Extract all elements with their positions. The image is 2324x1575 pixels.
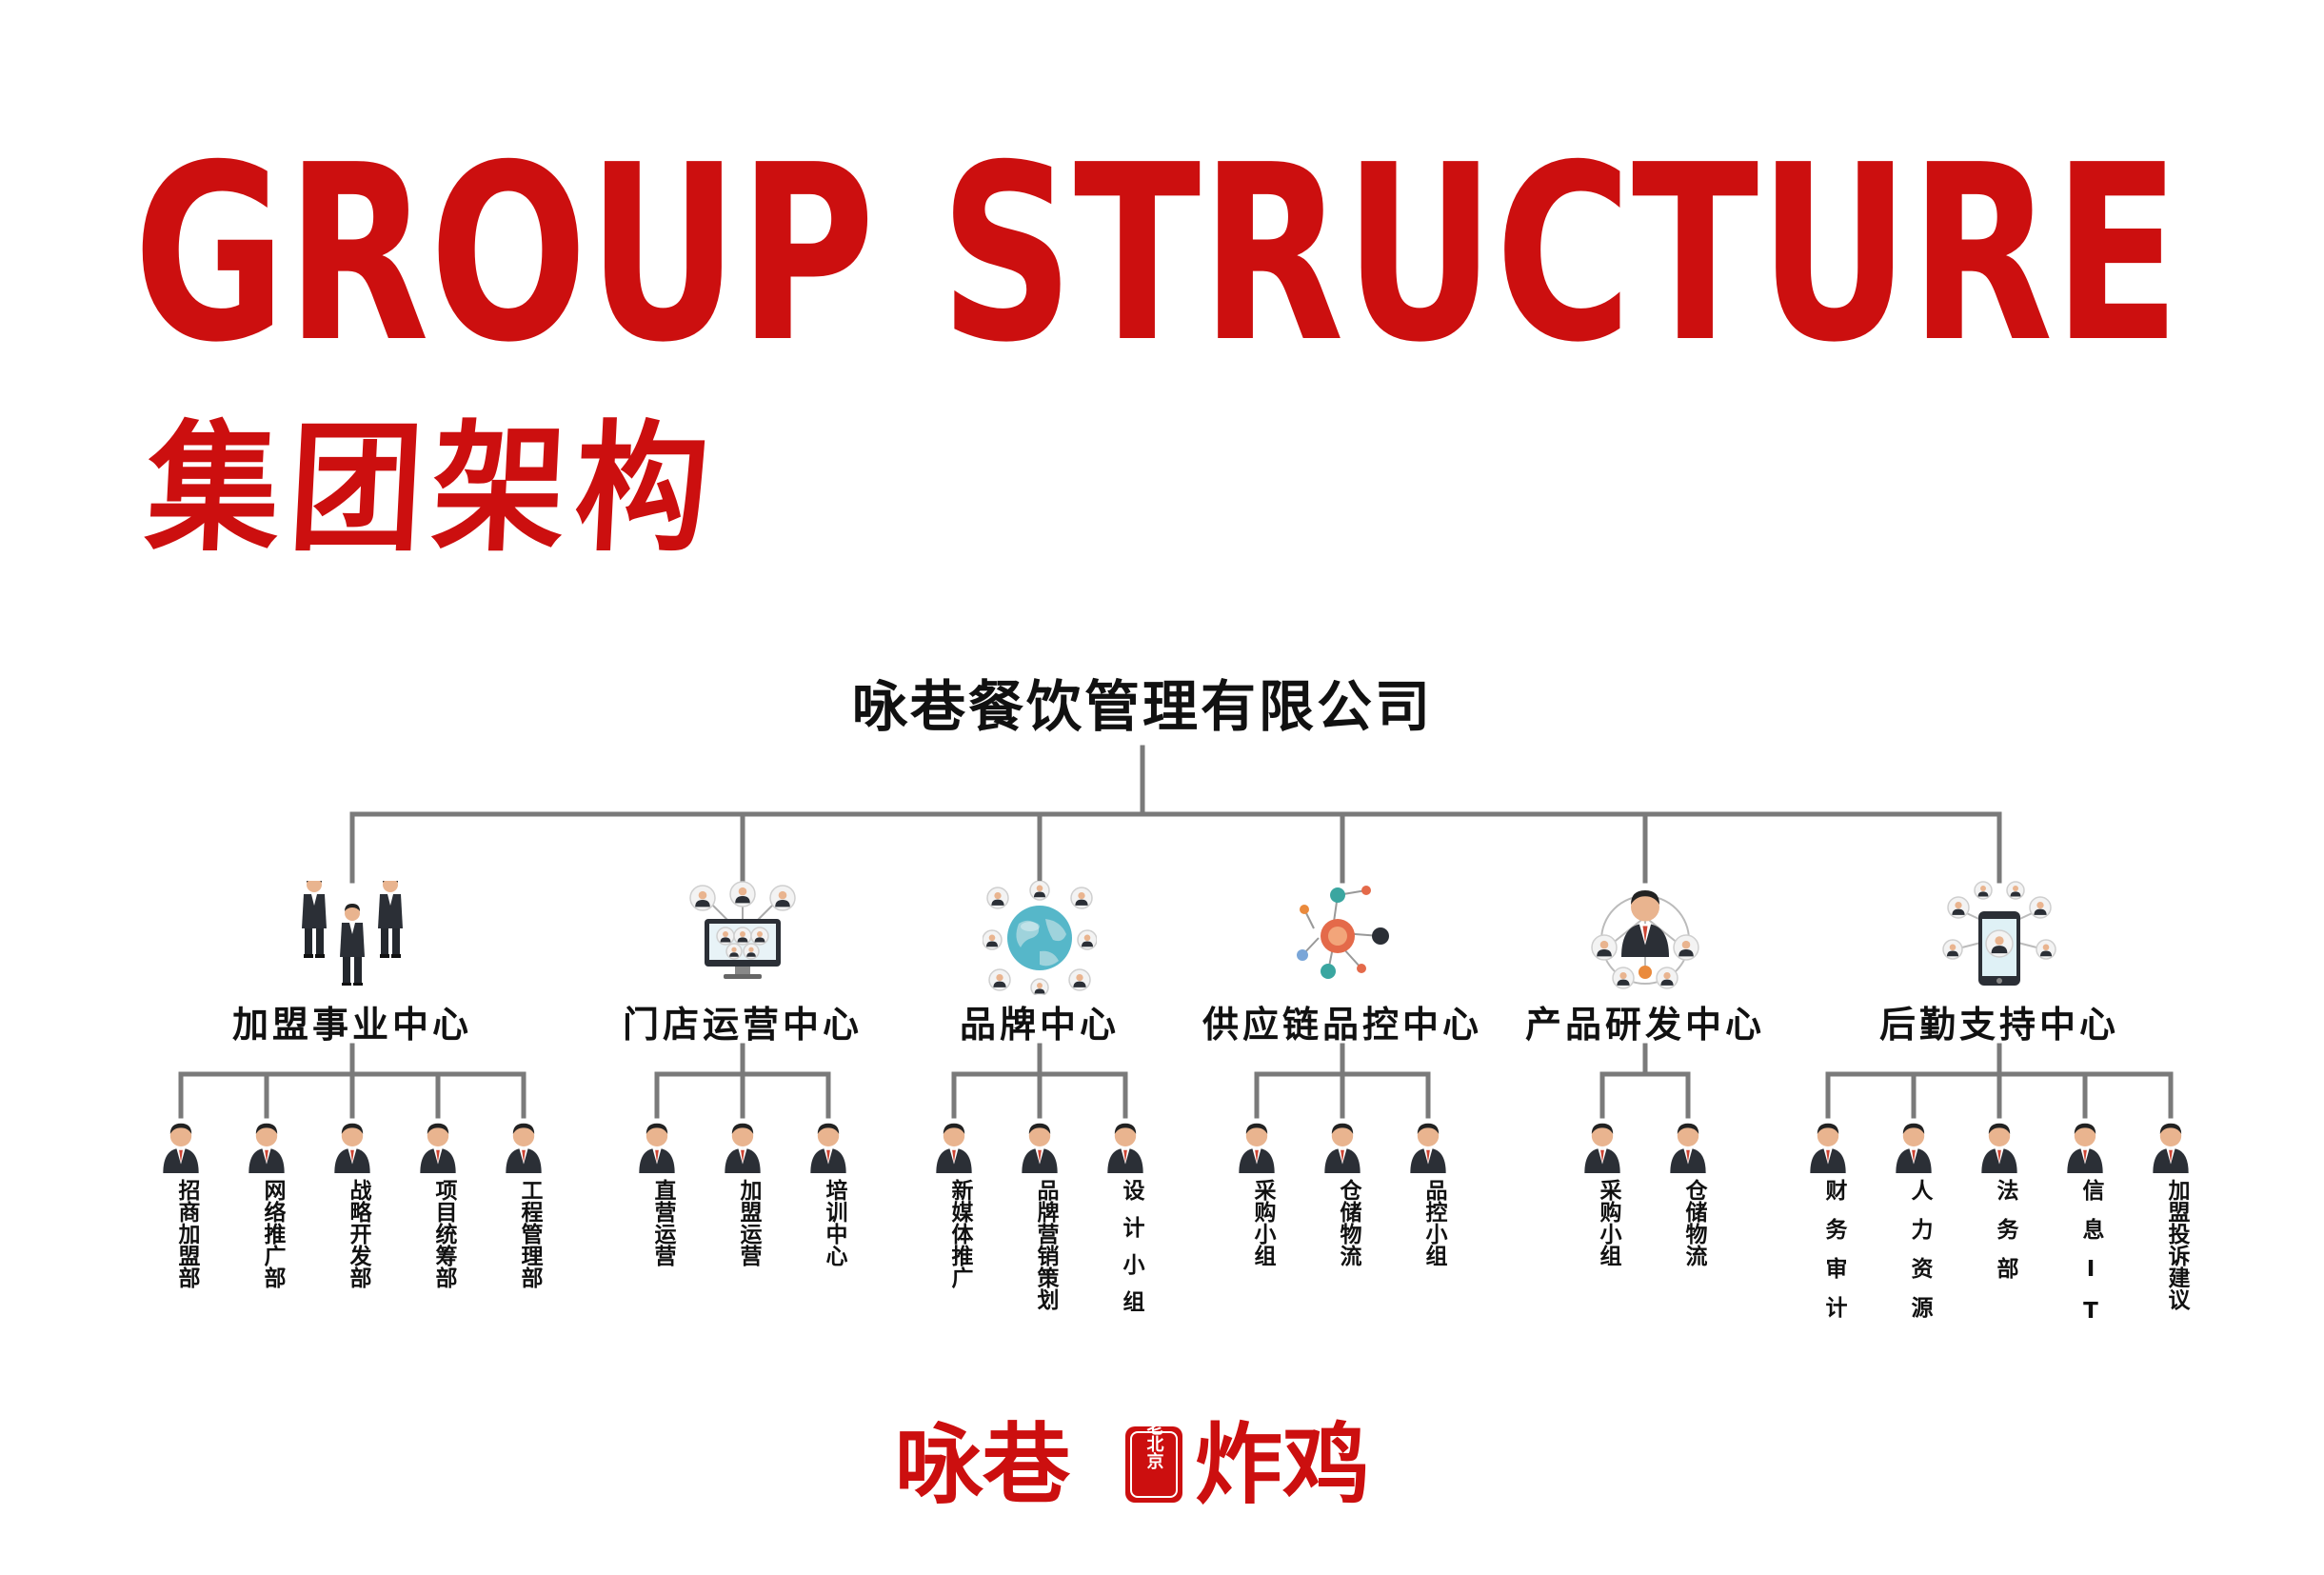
person-icon — [1016, 1120, 1063, 1177]
person-icon — [157, 1120, 205, 1177]
center-name-0: 加盟事业中心 — [231, 1004, 472, 1046]
video-conference-icon — [685, 881, 800, 989]
department-5-0: 财务审计 — [1821, 1179, 1846, 1335]
department-1-1: 加盟运营 — [736, 1179, 761, 1266]
department-3-1: 仓储物流 — [1336, 1179, 1361, 1266]
person-icon — [2061, 1120, 2109, 1177]
department-5-1: 人力资源 — [1907, 1179, 1932, 1335]
company-name: 咏巷餐饮管理有限公司 — [851, 674, 1433, 739]
mobile-contacts-icon — [1937, 881, 2061, 994]
person-icon — [633, 1120, 681, 1177]
department-5-2: 法务部 — [1993, 1179, 2017, 1296]
department-2-2: 设计小组 — [1119, 1179, 1143, 1327]
department-0-2: 战略开发部 — [346, 1179, 370, 1288]
person-icon — [804, 1120, 852, 1177]
department-2-1: 品牌营销策划 — [1033, 1179, 1058, 1310]
brand-logo: 咏巷 老北京 炸鸡 — [895, 1414, 1370, 1514]
center-name-1: 门店运营中心 — [622, 1004, 863, 1046]
center-name-4: 产品研发中心 — [1524, 1004, 1765, 1046]
department-0-0: 招商加盟部 — [174, 1179, 199, 1288]
center-name-3: 供应链品控中心 — [1202, 1004, 1482, 1046]
brand-logo-left: 咏巷 — [895, 1414, 1071, 1514]
brand-seal: 老北京 — [1125, 1417, 1182, 1503]
department-0-4: 工程管理部 — [517, 1179, 542, 1288]
department-1-0: 直营运营 — [650, 1179, 675, 1266]
department-1-2: 培训中心 — [822, 1179, 846, 1266]
person-icon — [1404, 1120, 1452, 1177]
person-icon — [1233, 1120, 1281, 1177]
person-icon — [2147, 1120, 2195, 1177]
department-3-2: 品控小组 — [1421, 1179, 1446, 1266]
department-2-0: 新媒体推广 — [947, 1179, 972, 1288]
person-icon — [1664, 1120, 1712, 1177]
title-english-text: GROUP STRUCTURE — [133, 143, 2180, 390]
person-icon — [1804, 1120, 1852, 1177]
department-0-3: 项目统筹部 — [431, 1179, 456, 1288]
team-leader-network-icon — [1583, 881, 1707, 999]
person-icon — [1579, 1120, 1626, 1177]
center-name-2: 品牌中心 — [959, 1004, 1120, 1046]
department-4-0: 采购小组 — [1596, 1179, 1620, 1266]
global-network-icon — [982, 880, 1098, 999]
person-icon — [1319, 1120, 1366, 1177]
department-5-3: 信息IT — [2078, 1179, 2103, 1341]
person-icon — [243, 1120, 290, 1177]
person-icon — [719, 1120, 766, 1177]
center-name-5: 后勤支持中心 — [1878, 1004, 2119, 1046]
department-5-4: 加盟投诉建议 — [2164, 1179, 2189, 1310]
title-english: GROUP STRUCTURE — [133, 143, 2180, 390]
person-icon — [500, 1120, 547, 1177]
brand-logo-right: 炸鸡 — [1195, 1414, 1370, 1514]
business-team-icon — [295, 875, 409, 989]
person-icon — [414, 1120, 462, 1177]
brand-seal-text: 老北京 — [1144, 1417, 1164, 1470]
person-icon — [1890, 1120, 1937, 1177]
department-4-1: 仓储物流 — [1681, 1179, 1706, 1266]
person-icon — [328, 1120, 376, 1177]
supply-network-icon — [1285, 881, 1400, 989]
person-icon — [1976, 1120, 2023, 1177]
department-3-0: 采购小组 — [1250, 1179, 1275, 1266]
person-icon — [1102, 1120, 1149, 1177]
person-icon — [930, 1120, 978, 1177]
department-0-1: 网络推广部 — [260, 1179, 285, 1288]
